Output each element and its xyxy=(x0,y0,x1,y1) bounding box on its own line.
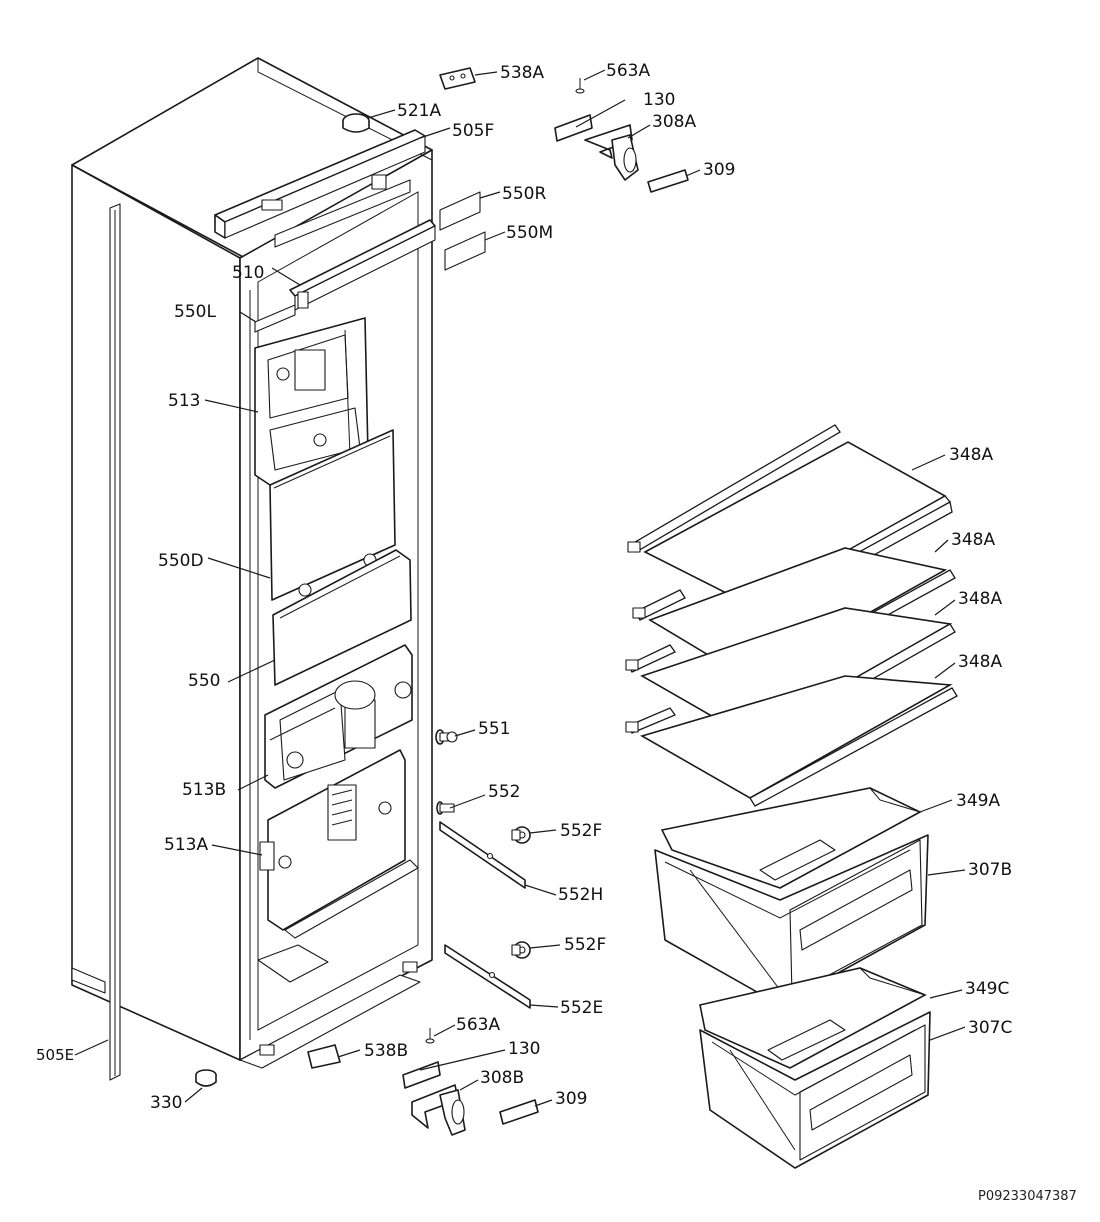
label-130-bottom: 130 xyxy=(508,1039,540,1059)
label-348a-3: 348A xyxy=(958,589,1002,609)
label-550d: 550D xyxy=(158,551,204,571)
label-130-top: 130 xyxy=(643,90,675,110)
label-550l: 550L xyxy=(174,302,216,322)
roller-bottom xyxy=(511,941,531,959)
hinge-washer-bottom xyxy=(402,1061,441,1089)
hinge-washer-top xyxy=(554,114,593,142)
label-308b: 308B xyxy=(480,1068,524,1088)
label-307c: 307C xyxy=(968,1018,1012,1038)
label-513: 513 xyxy=(168,391,200,411)
label-563a-top: 563A xyxy=(606,61,650,81)
label-552: 552 xyxy=(488,782,520,802)
label-348a-4: 348A xyxy=(958,652,1002,672)
hinge-cover-top xyxy=(647,169,689,193)
drawer-307c xyxy=(699,1011,931,1169)
support-bar xyxy=(274,179,436,311)
part-labels: 538A 563A 521A 130 308A 505F 309 550R 55… xyxy=(36,61,1012,1113)
label-309-bottom: 309 xyxy=(555,1089,587,1109)
lower-dispenser-module xyxy=(257,749,419,983)
hinge-plate-top xyxy=(439,67,476,90)
hinge-plate-bottom xyxy=(307,1044,341,1069)
drawer-cover-349c xyxy=(699,967,927,1069)
label-349a: 349A xyxy=(956,791,1000,811)
door-hinge-top xyxy=(584,124,639,181)
roller-top xyxy=(511,826,531,844)
label-538b: 538B xyxy=(364,1041,408,1061)
dispenser-housing xyxy=(254,317,369,486)
screw-top xyxy=(575,78,585,94)
label-551: 551 xyxy=(478,719,510,739)
dispenser-module xyxy=(264,644,413,789)
label-348a-1: 348A xyxy=(949,445,993,465)
door-hinge-bottom xyxy=(411,1084,466,1136)
label-552e: 552E xyxy=(560,998,603,1018)
label-552f-top: 552F xyxy=(560,821,602,841)
label-348a-2: 348A xyxy=(951,530,995,550)
label-550r: 550R xyxy=(502,184,546,204)
drawer-307b xyxy=(654,834,929,1006)
document-number: P09233047387 xyxy=(978,1189,1077,1204)
cover-strips xyxy=(254,191,486,333)
label-521a: 521A xyxy=(397,101,441,121)
pin-551 xyxy=(435,729,458,745)
rail-552e xyxy=(444,944,531,1009)
leader-lines xyxy=(74,69,966,1107)
label-330: 330 xyxy=(150,1093,182,1113)
rail-552h xyxy=(439,821,526,889)
dispenser-panel xyxy=(269,429,396,601)
label-307b: 307B xyxy=(968,860,1012,880)
hinge-cover-bottom xyxy=(499,1099,539,1125)
label-309-top: 309 xyxy=(703,160,735,180)
label-563a-bottom: 563A xyxy=(456,1015,500,1035)
light-cap xyxy=(342,113,370,133)
glass-shelf-4 xyxy=(625,675,958,807)
door-gasket xyxy=(109,203,121,1081)
label-550: 550 xyxy=(188,671,220,691)
label-308a: 308A xyxy=(652,112,696,132)
label-552h: 552H xyxy=(558,885,603,905)
adjustable-foot xyxy=(195,1069,217,1087)
drawer-cover-349a xyxy=(660,787,922,889)
screw-bottom xyxy=(425,1028,435,1044)
lower-panel xyxy=(272,549,412,686)
label-505e: 505E xyxy=(36,1046,74,1064)
label-552f-bottom: 552F xyxy=(564,935,606,955)
label-538a: 538A xyxy=(500,63,544,83)
pin-552 xyxy=(436,801,455,815)
label-550m: 550M xyxy=(506,223,553,243)
label-513b: 513B xyxy=(182,780,226,800)
label-510: 510 xyxy=(232,263,264,283)
label-513a: 513A xyxy=(164,835,208,855)
label-505f: 505F xyxy=(452,121,494,141)
label-349c: 349C xyxy=(965,979,1009,999)
